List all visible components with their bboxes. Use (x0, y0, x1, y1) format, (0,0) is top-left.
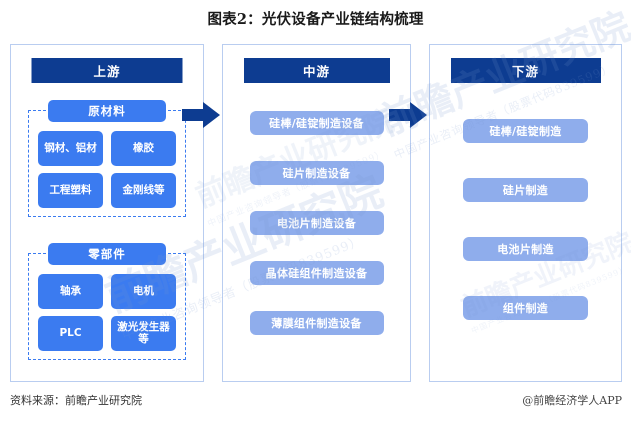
list-item[interactable]: 电池片制造 (463, 237, 588, 261)
chip-component[interactable]: 激光发生器等 (111, 316, 176, 351)
column-header-midstream: 中游 (243, 58, 390, 83)
source-label: 资料来源：前瞻产业研究院 (10, 394, 142, 407)
chip-component[interactable]: 轴承 (38, 274, 103, 309)
group-grid-components: 轴承 电机 PLC 激光发生器等 (38, 274, 176, 351)
list-item[interactable]: 硅片制造 (463, 178, 588, 202)
chip-raw-material[interactable]: 钢材、铝材 (38, 131, 103, 166)
chip-raw-material[interactable]: 金刚线等 (111, 173, 176, 208)
group-grid-raw-materials: 钢材、铝材 橡胶 工程塑料 金刚线等 (38, 131, 176, 208)
column-header-downstream: 下游 (450, 58, 601, 83)
midstream-item-list: 硅棒/硅锭制造设备 硅片制造设备 电池片制造设备 晶体硅组件制造设备 薄膜组件制… (223, 101, 410, 365)
list-item[interactable]: 硅棒/硅锭制造设备 (249, 111, 384, 135)
chip-raw-material[interactable]: 橡胶 (111, 131, 176, 166)
list-item[interactable]: 硅片制造设备 (249, 161, 384, 185)
column-downstream: 下游 硅棒/硅锭制造 硅片制造 电池片制造 组件制造 (429, 44, 622, 382)
downstream-item-list: 硅棒/硅锭制造 硅片制造 电池片制造 组件制造 (430, 101, 621, 365)
list-item[interactable]: 电池片制造设备 (249, 211, 384, 235)
chip-component[interactable]: PLC (38, 316, 103, 351)
list-item[interactable]: 薄膜组件制造设备 (249, 311, 384, 335)
list-item[interactable]: 硅棒/硅锭制造 (463, 119, 588, 143)
footer: 资料来源：前瞻产业研究院 @前瞻经济学人APP (10, 392, 622, 408)
column-upstream: 上游 原材料 钢材、铝材 橡胶 工程塑料 金刚线等 零部件 轴承 电机 PLC … (10, 44, 204, 382)
chip-raw-material[interactable]: 工程塑料 (38, 173, 103, 208)
right-arrow-icon (182, 102, 220, 128)
page-title: 图表2：光伏设备产业链结构梳理 (207, 11, 424, 28)
group-title-raw-materials: 原材料 (48, 100, 166, 122)
column-midstream: 中游 硅棒/硅锭制造设备 硅片制造设备 电池片制造设备 晶体硅组件制造设备 薄膜… (222, 44, 411, 382)
group-components: 零部件 轴承 电机 PLC 激光发生器等 (28, 243, 186, 360)
column-header-upstream: 上游 (31, 58, 183, 83)
attribution-label: @前瞻经济学人APP (522, 394, 622, 407)
right-arrow-icon (389, 102, 427, 128)
group-raw-materials: 原材料 钢材、铝材 橡胶 工程塑料 金刚线等 (28, 100, 186, 217)
list-item[interactable]: 组件制造 (463, 296, 588, 320)
value-chain-diagram: 上游 原材料 钢材、铝材 橡胶 工程塑料 金刚线等 零部件 轴承 电机 PLC … (0, 44, 631, 384)
list-item[interactable]: 晶体硅组件制造设备 (249, 261, 384, 285)
chip-component[interactable]: 电机 (111, 274, 176, 309)
group-title-components: 零部件 (48, 243, 166, 265)
